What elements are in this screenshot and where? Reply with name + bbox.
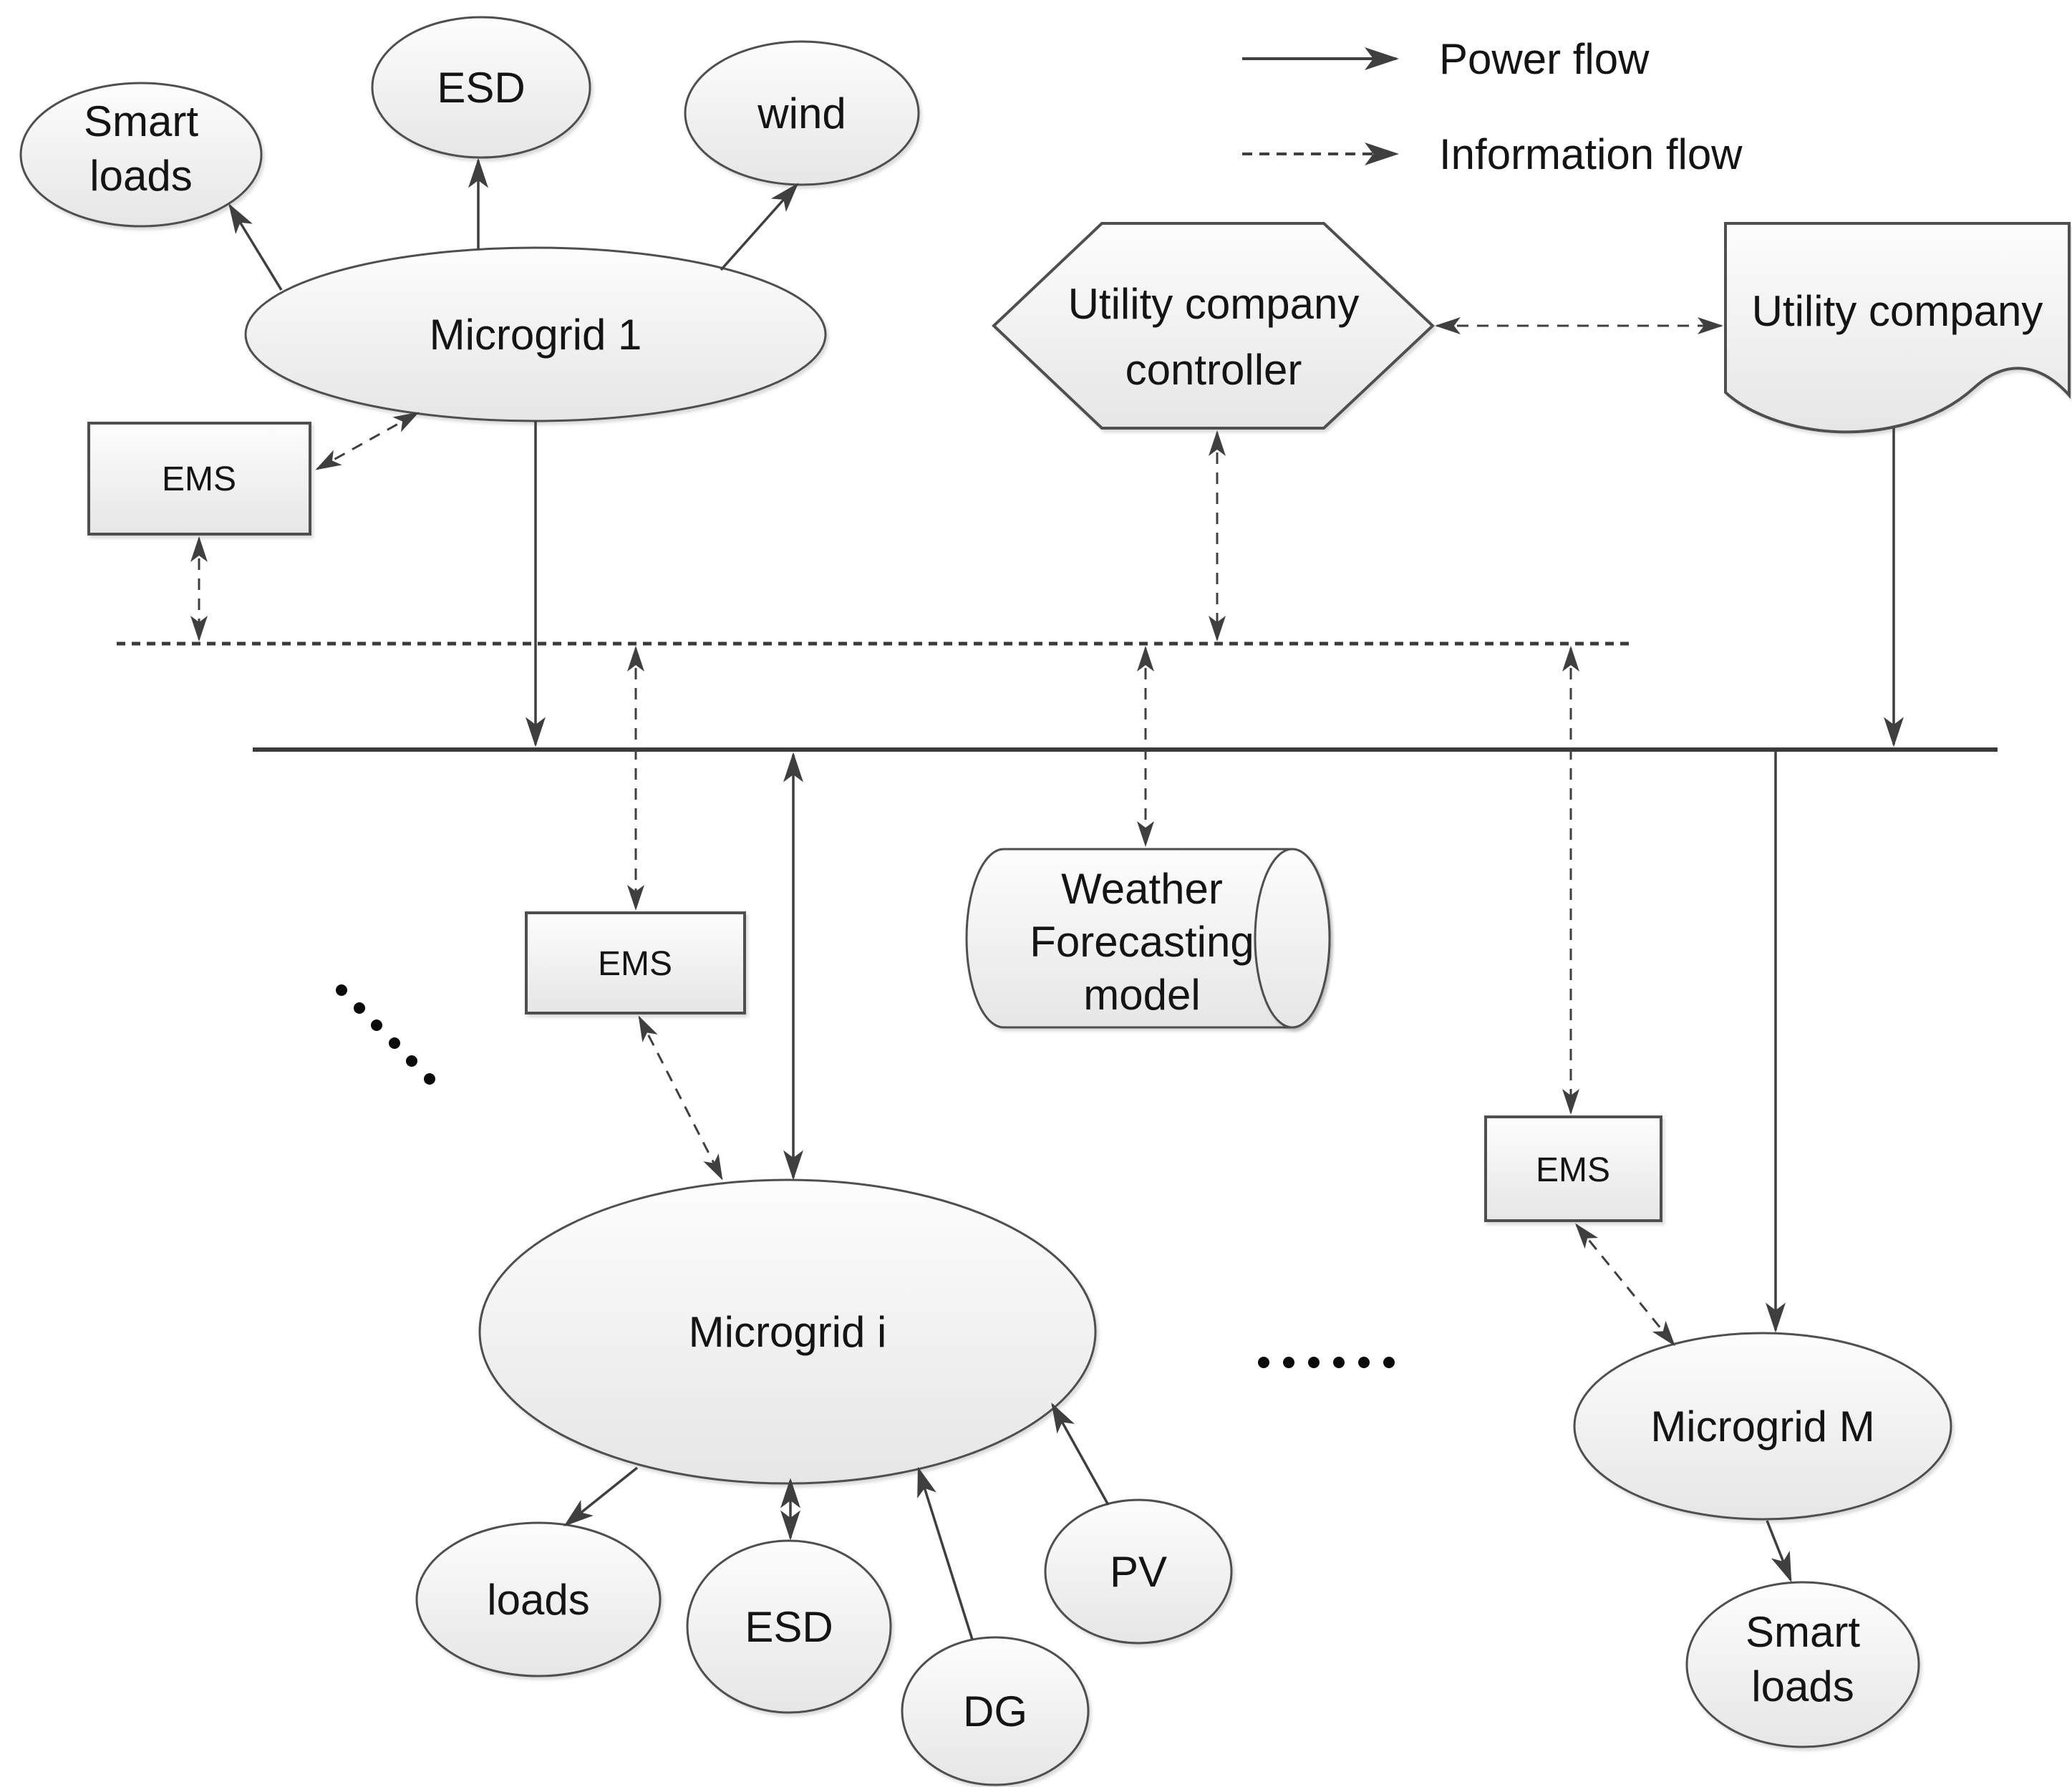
dot	[354, 1002, 365, 1014]
dot	[1358, 1357, 1370, 1368]
utility-controller-label-line2: controller	[1125, 346, 1302, 394]
flow-dg-microgridi	[917, 1466, 974, 1640]
utility-company-label: Utility company	[1752, 287, 2043, 335]
dot	[1333, 1357, 1345, 1368]
ellipsis-horizontal	[1258, 1357, 1395, 1368]
loads-label: loads	[487, 1576, 589, 1624]
legend-information-flow-label: Information flow	[1439, 130, 1743, 178]
microgrid-m-label: Microgrid M	[1650, 1403, 1874, 1451]
pv-ellipse	[1044, 1498, 1233, 1645]
utility-controller-hexagon	[992, 222, 1435, 430]
dot	[1258, 1357, 1269, 1368]
ems-1-box	[87, 422, 311, 536]
legend: Power flow Information flow	[1242, 35, 1743, 178]
info-emsm-microgridm	[1575, 1223, 1675, 1347]
dot	[1283, 1357, 1294, 1368]
microgrid-i-label: Microgrid i	[689, 1308, 887, 1356]
weather-model-label-line2: Forecasting	[1030, 918, 1254, 966]
ems-m-box	[1484, 1115, 1662, 1222]
dot	[336, 984, 347, 996]
smart-loads-1-label-line2: loads	[89, 152, 192, 200]
legend-power-flow-label: Power flow	[1439, 35, 1650, 83]
loads-ellipse	[415, 1521, 662, 1677]
weather-model-cylinder	[965, 848, 1331, 1029]
ems-1-label: EMS	[162, 460, 236, 498]
pv-label: PV	[1110, 1548, 1167, 1596]
ems-i-label: EMS	[598, 945, 672, 983]
microgrid-m-ellipse	[1573, 1332, 1952, 1521]
dot	[371, 1020, 382, 1031]
flow-pv-microgridi	[1051, 1402, 1110, 1506]
ellipsis-diagonal	[336, 984, 435, 1085]
weather-model-label-line1: Weather	[1061, 865, 1223, 913]
esd-1-ellipse	[371, 16, 591, 159]
flow-microgridm-smartloads	[1766, 1520, 1792, 1583]
utility-controller-label-line1: Utility company	[1068, 280, 1360, 328]
flow-microgrid1-smartloads	[228, 203, 283, 291]
ems-m-label: EMS	[1536, 1151, 1610, 1189]
dot	[389, 1037, 400, 1049]
smart-loads-1-label-line1: Smart	[84, 97, 198, 145]
utility-company-document	[1724, 222, 2071, 434]
smart-loads-1-ellipse	[19, 82, 263, 228]
flow-microgridi-loads	[563, 1466, 639, 1527]
wind-ellipse	[684, 40, 920, 186]
flow-microgrid1-wind	[720, 183, 799, 271]
smart-loads-m-label-line1: Smart	[1746, 1608, 1860, 1656]
smart-loads-m-ellipse	[1685, 1581, 1920, 1748]
wind-label: wind	[757, 89, 846, 137]
ems-i-box	[525, 911, 746, 1014]
dg-label: DG	[963, 1687, 1027, 1735]
weather-model-label-line3: model	[1083, 971, 1200, 1019]
info-emsi-microgridi	[638, 1015, 723, 1181]
microgrid-1-label: Microgrid 1	[430, 311, 642, 359]
esd-1-label: ESD	[437, 64, 525, 112]
dot	[406, 1055, 417, 1067]
dot	[1308, 1357, 1320, 1368]
info-ems1-microgrid1	[315, 412, 420, 470]
dg-ellipse	[901, 1636, 1090, 1786]
weather-model-cylinder-cap	[1254, 848, 1331, 1029]
dot	[1383, 1357, 1395, 1368]
esd-i-ellipse	[686, 1539, 892, 1714]
smart-loads-m-label-line2: loads	[1751, 1662, 1854, 1710]
dot	[424, 1073, 435, 1085]
esd-i-label: ESD	[745, 1603, 833, 1651]
